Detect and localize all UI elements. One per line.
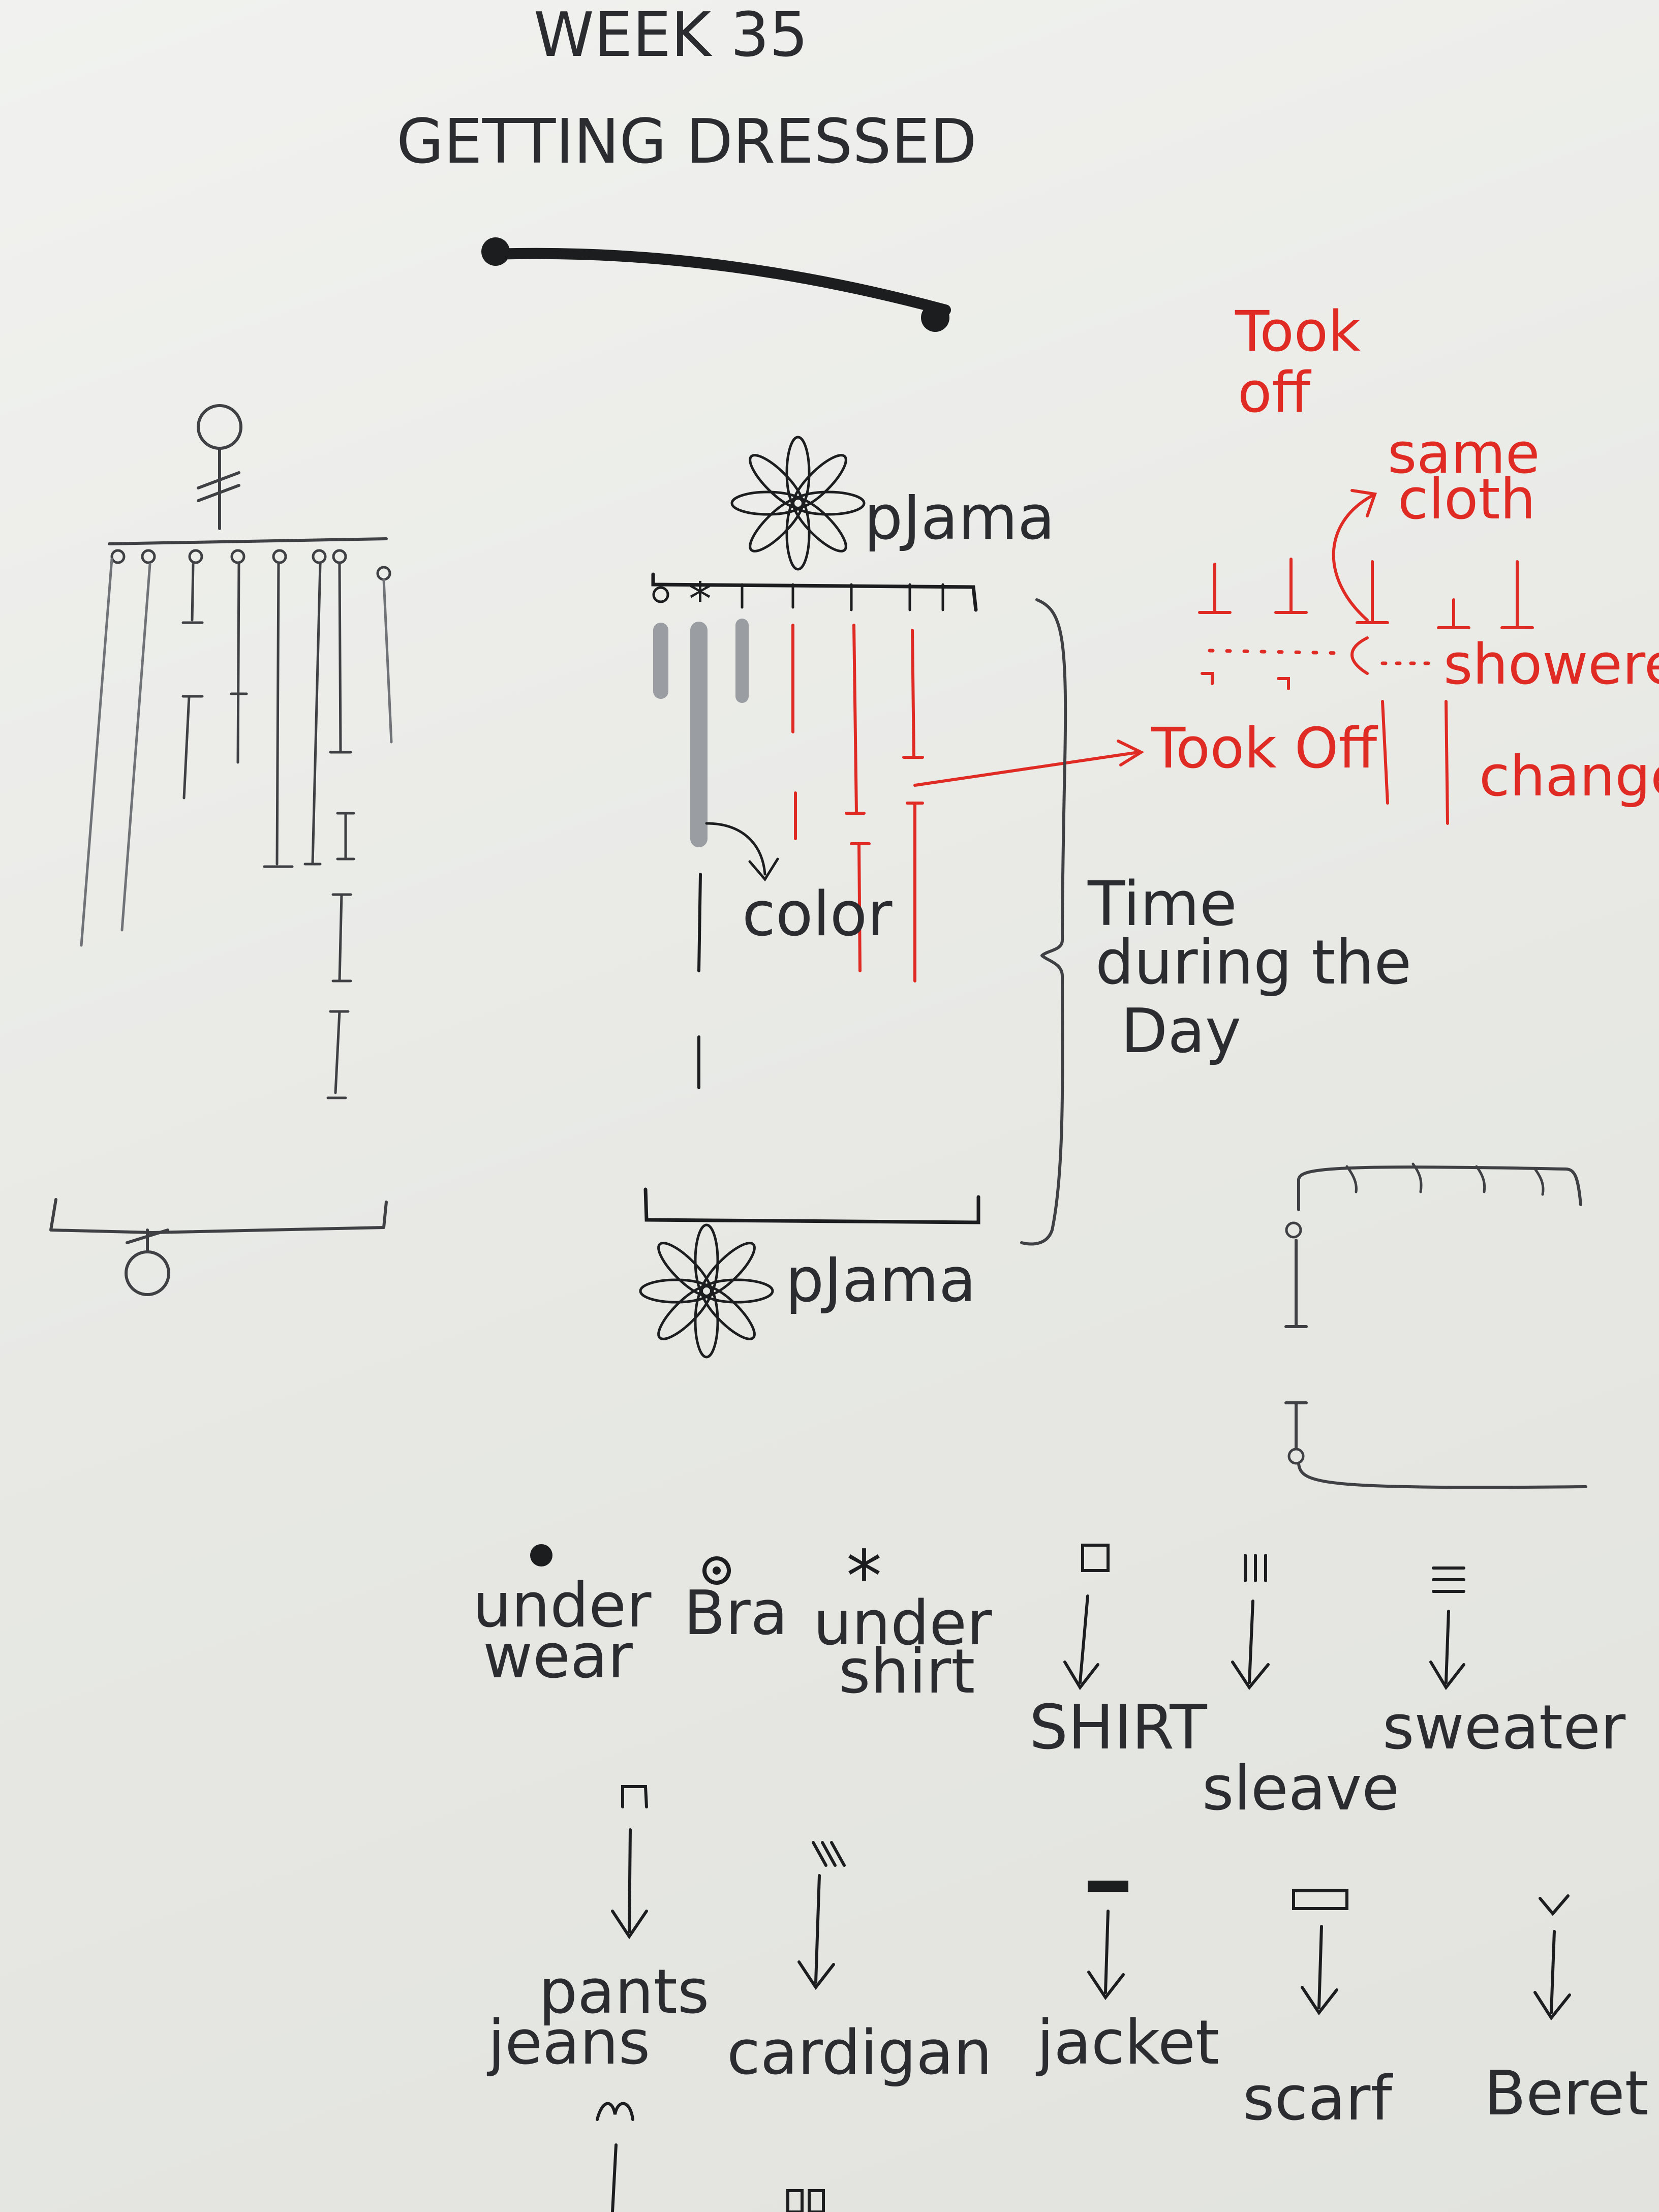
legend-shirt: SHIRT	[1029, 1693, 1207, 1763]
showered-note: showered	[1443, 632, 1659, 697]
ring-dot-icon	[702, 1556, 731, 1585]
flower-icon-top	[730, 436, 866, 571]
legend-cardigan: cardigan	[727, 2018, 992, 2088]
center-timeline-diagram: pJama * color	[639, 436, 1411, 1359]
filled-dot-icon	[530, 1544, 552, 1566]
flower-icon-bottom	[639, 1223, 774, 1359]
legend-row-1: under wear Bra * under shirt SHIRT sleav…	[473, 1535, 1626, 1824]
top-pajama-label: pJama	[864, 483, 1055, 554]
bottom-pajama-label: pJama	[785, 1245, 976, 1316]
same-cloth-line2: cloth	[1398, 467, 1535, 532]
hanger-end-right	[921, 303, 949, 332]
left-mobile-sketch	[49, 404, 393, 1296]
page-title: GETTING DRESSED	[396, 107, 977, 177]
legend-jacket: jacket	[1035, 2008, 1219, 2078]
legend-sweater: sweater	[1382, 1693, 1626, 1763]
took-off-top-line1: Took	[1235, 299, 1361, 364]
slash-bars-icon	[812, 1841, 846, 1867]
time-note-line1: Time	[1087, 869, 1237, 940]
legend-beret: Beret	[1484, 2059, 1649, 2129]
legend-sleave: sleave	[1202, 1754, 1399, 1824]
arch-icon	[621, 1785, 648, 1808]
hanger-bar	[487, 248, 951, 316]
time-note-line3: Day	[1121, 996, 1241, 1067]
triple-line-icon	[1432, 1566, 1465, 1593]
red-annotations: Took off same cloth showered Took Off ch…	[1151, 299, 1659, 825]
legend-pants: pants	[539, 1957, 709, 2027]
legend-undershirt-line1: under	[813, 1588, 992, 1659]
time-note-line2: during the	[1095, 928, 1411, 998]
legend-bra: Bra	[684, 1578, 788, 1649]
svg-text:*: *	[689, 573, 712, 626]
changed-note: changed	[1479, 744, 1659, 809]
color-note: color	[742, 879, 893, 950]
rectangle-icon	[1292, 1889, 1348, 1910]
legend-underwear-line1: under	[473, 1571, 652, 1641]
legend-jeans: jeans	[486, 2008, 650, 2078]
small-bracket-sketch	[1284, 1162, 1587, 1489]
hanger-end-left	[481, 237, 510, 266]
same-cloth-line1: same	[1388, 421, 1540, 486]
square-icon	[1081, 1544, 1110, 1572]
triple-bar-icon	[1244, 1554, 1267, 1582]
asterisk-icon: *	[846, 1535, 882, 1618]
legend-underwear-line2: wear	[483, 1621, 633, 1692]
check-icon	[1539, 1894, 1570, 1916]
week-title: WEEK 35	[534, 0, 808, 71]
took-off-mid-note: Took Off	[1151, 716, 1378, 781]
legend-undershirt-line2: shirt	[839, 1637, 975, 1707]
thick-bar-icon	[1088, 1881, 1128, 1892]
legend-scarf: scarf	[1243, 2064, 1393, 2134]
took-off-top-line2: off	[1238, 360, 1311, 425]
legend-row-2: pants jeans cardigan jacket scarf Beret	[486, 1785, 1649, 2212]
